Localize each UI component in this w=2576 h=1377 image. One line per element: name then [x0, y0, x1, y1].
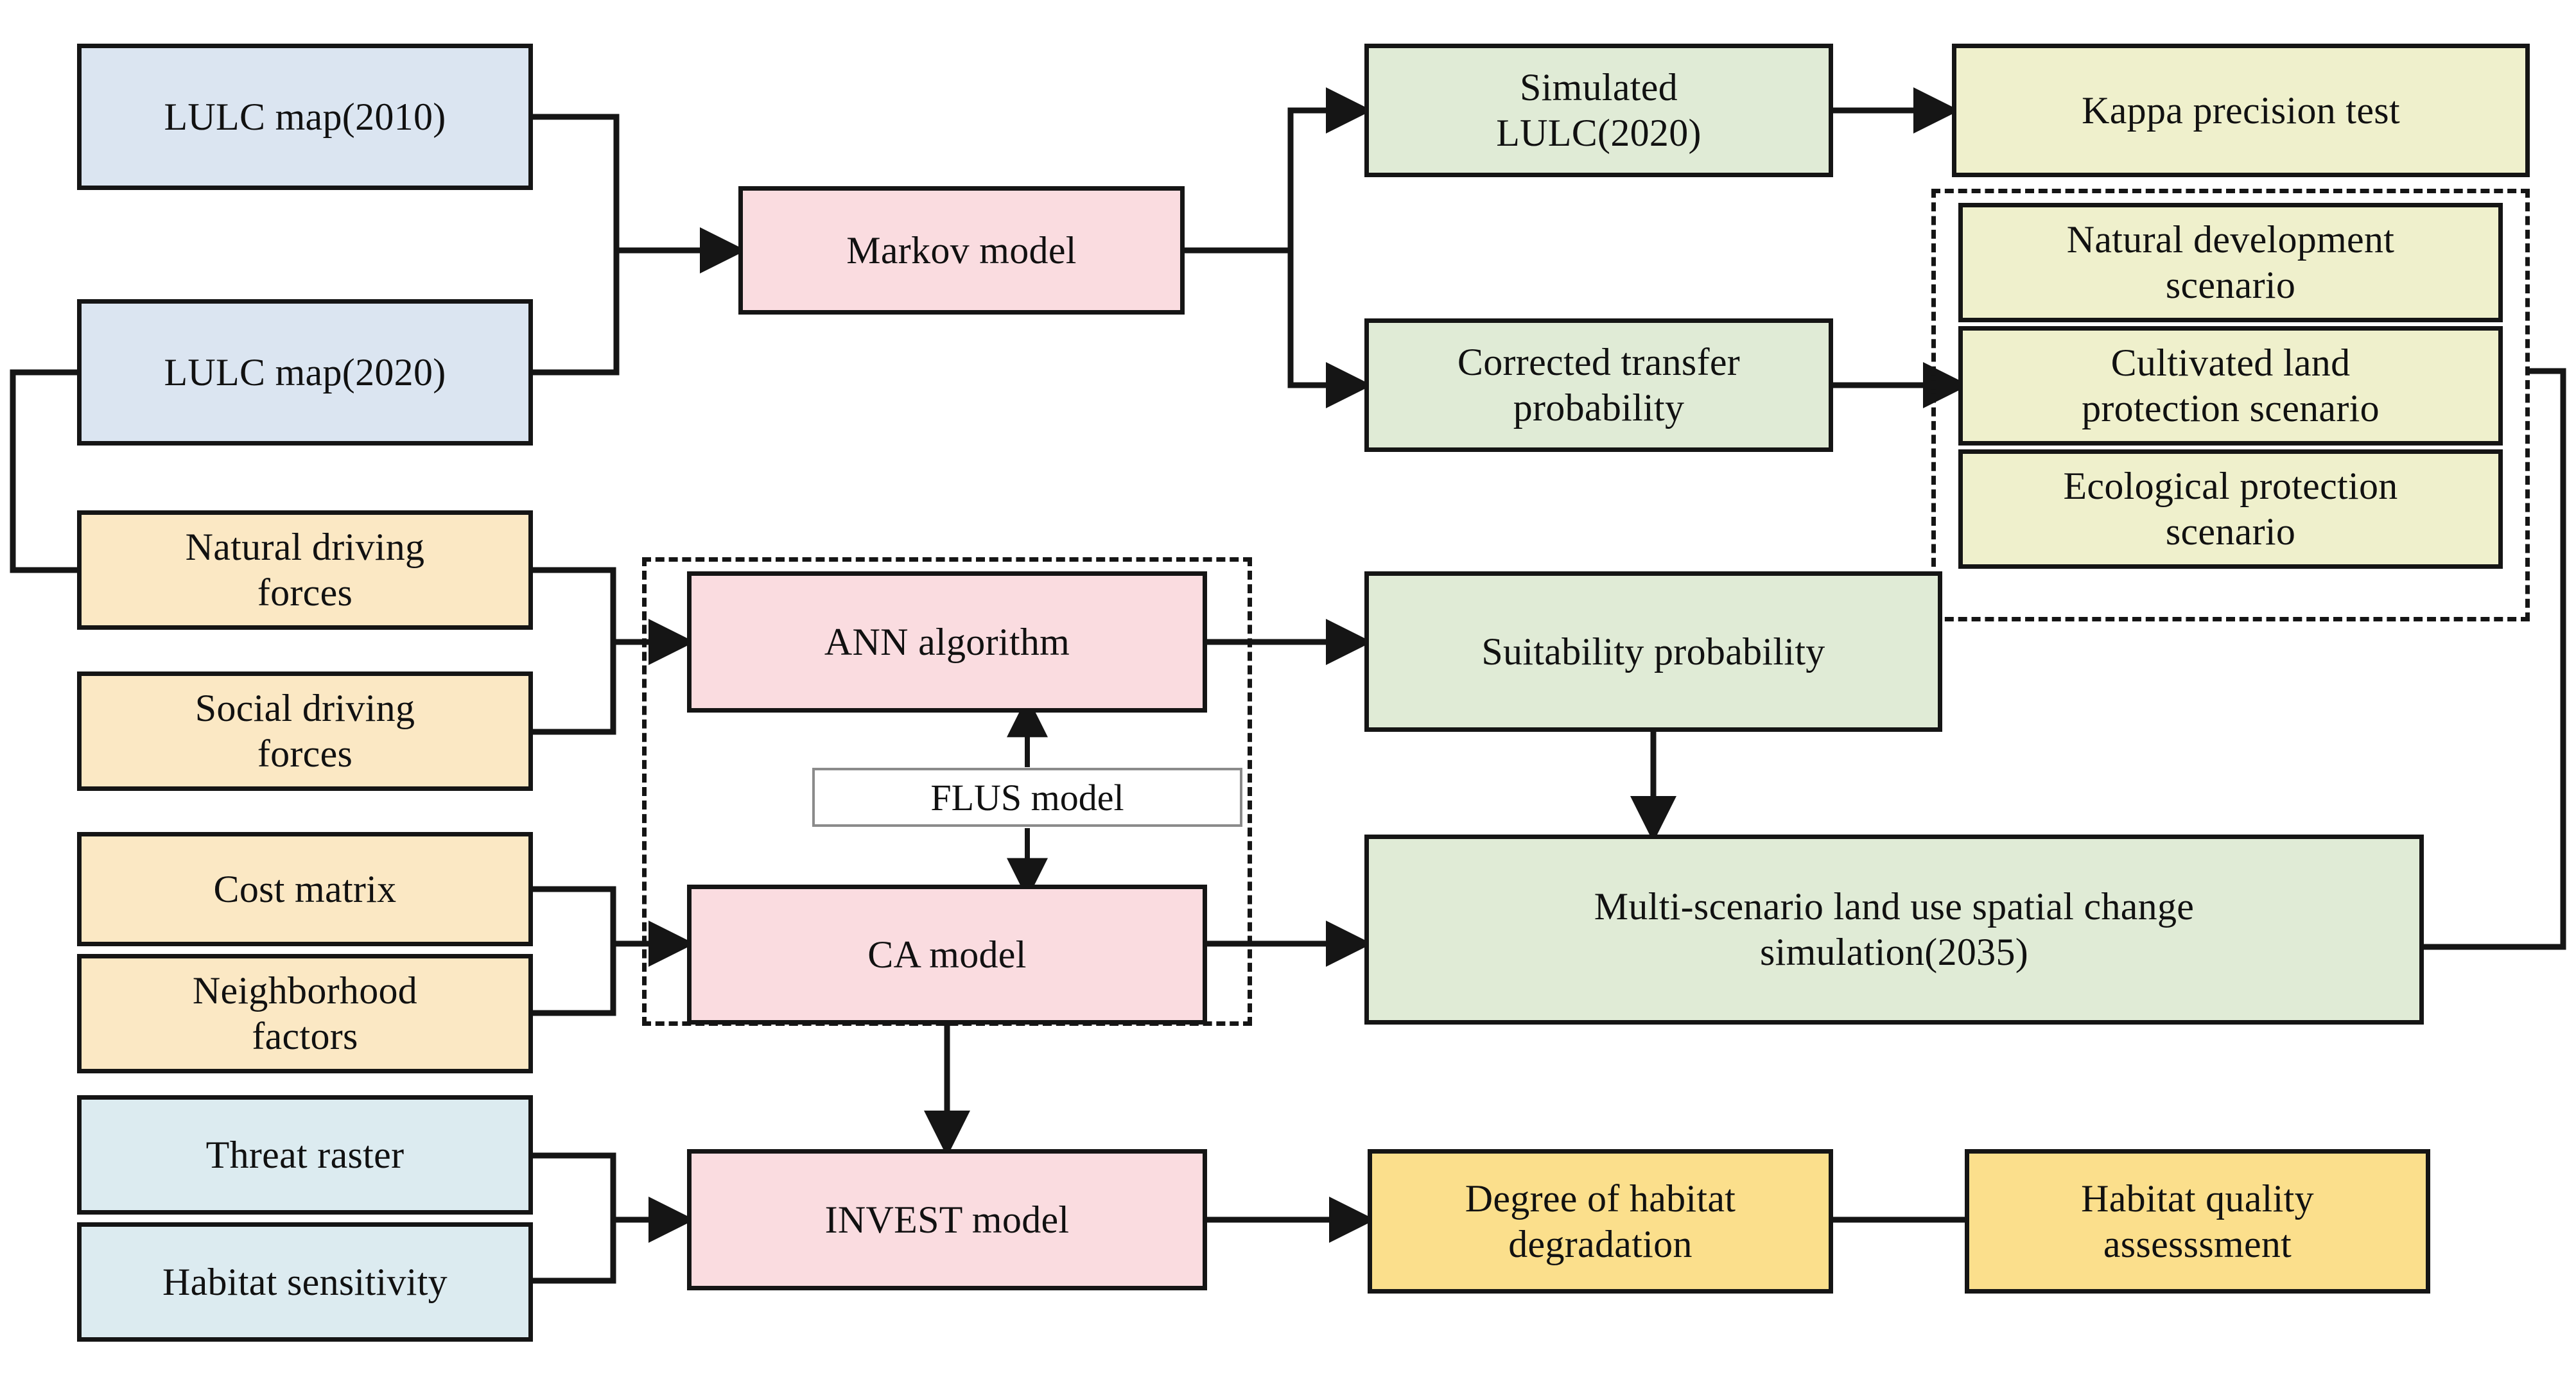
node-multi-scenario-simulation[interactable]: Multi-scenario land use spatial change s…: [1364, 835, 2424, 1025]
node-social-driving-forces[interactable]: Social driving forces: [77, 671, 533, 791]
node-label: Corrected transfer probability: [1457, 341, 1741, 429]
node-degree-of-habitat-degradation[interactable]: Degree of habitat degradation: [1368, 1149, 1833, 1294]
node-label: CA model: [867, 933, 1027, 976]
node-natural-development-scenario[interactable]: Natural development scenario: [1958, 203, 2503, 322]
node-label: LULC map(2020): [164, 351, 446, 394]
node-ca-model[interactable]: CA model: [687, 885, 1207, 1025]
node-label: Social driving forces: [195, 687, 415, 775]
node-label: FLUS model: [930, 776, 1124, 818]
node-label: Simulated LULC(2020): [1496, 66, 1701, 154]
node-label: Cost matrix: [213, 867, 397, 910]
node-label: ANN algorithm: [824, 620, 1070, 663]
node-label: Natural driving forces: [185, 526, 425, 614]
node-lulc-map-2020[interactable]: LULC map(2020): [77, 299, 533, 446]
node-label: INVEST model: [824, 1198, 1070, 1241]
node-cost-matrix[interactable]: Cost matrix: [77, 832, 533, 946]
node-label: Ecological protection scenario: [2063, 465, 2398, 553]
node-label: Suitability probability: [1481, 630, 1825, 673]
node-label: Markov model: [846, 229, 1077, 272]
node-label: Multi-scenario land use spatial change s…: [1594, 885, 2195, 973]
node-threat-raster[interactable]: Threat raster: [77, 1095, 533, 1215]
node-invest-model[interactable]: INVEST model: [687, 1149, 1207, 1290]
node-habitat-sensitivity[interactable]: Habitat sensitivity: [77, 1222, 533, 1342]
node-label: LULC map(2010): [164, 95, 446, 138]
node-ecological-protection-scenario[interactable]: Ecological protection scenario: [1958, 449, 2503, 569]
node-neighborhood-factors[interactable]: Neighborhood factors: [77, 954, 533, 1073]
node-label: Threat raster: [205, 1133, 405, 1176]
node-ann-algorithm[interactable]: ANN algorithm: [687, 571, 1207, 713]
node-simulated-lulc-2020[interactable]: Simulated LULC(2020): [1364, 44, 1833, 177]
node-label: Cultivated land protection scenario: [2082, 342, 2380, 429]
node-habitat-quality-assessment[interactable]: Habitat quality assesssment: [1965, 1149, 2430, 1294]
node-lulc-map-2010[interactable]: LULC map(2010): [77, 44, 533, 190]
node-suitability-probability[interactable]: Suitability probability: [1364, 571, 1942, 732]
node-label: Natural development scenario: [2066, 218, 2395, 306]
node-natural-driving-forces[interactable]: Natural driving forces: [77, 510, 533, 630]
node-corrected-transfer-probability[interactable]: Corrected transfer probability: [1364, 318, 1833, 452]
node-label: Kappa precision test: [2082, 89, 2400, 132]
node-label: Habitat quality assesssment: [2081, 1177, 2314, 1265]
node-label: Habitat sensitivity: [162, 1260, 448, 1303]
node-cultivated-land-protection-scenario[interactable]: Cultivated land protection scenario: [1958, 326, 2503, 446]
node-label: Degree of habitat degradation: [1465, 1177, 1736, 1265]
node-label: Neighborhood factors: [192, 969, 418, 1057]
node-kappa-precision-test[interactable]: Kappa precision test: [1952, 44, 2530, 177]
node-markov-model[interactable]: Markov model: [738, 186, 1185, 315]
node-flus-model-label[interactable]: FLUS model: [812, 768, 1242, 827]
